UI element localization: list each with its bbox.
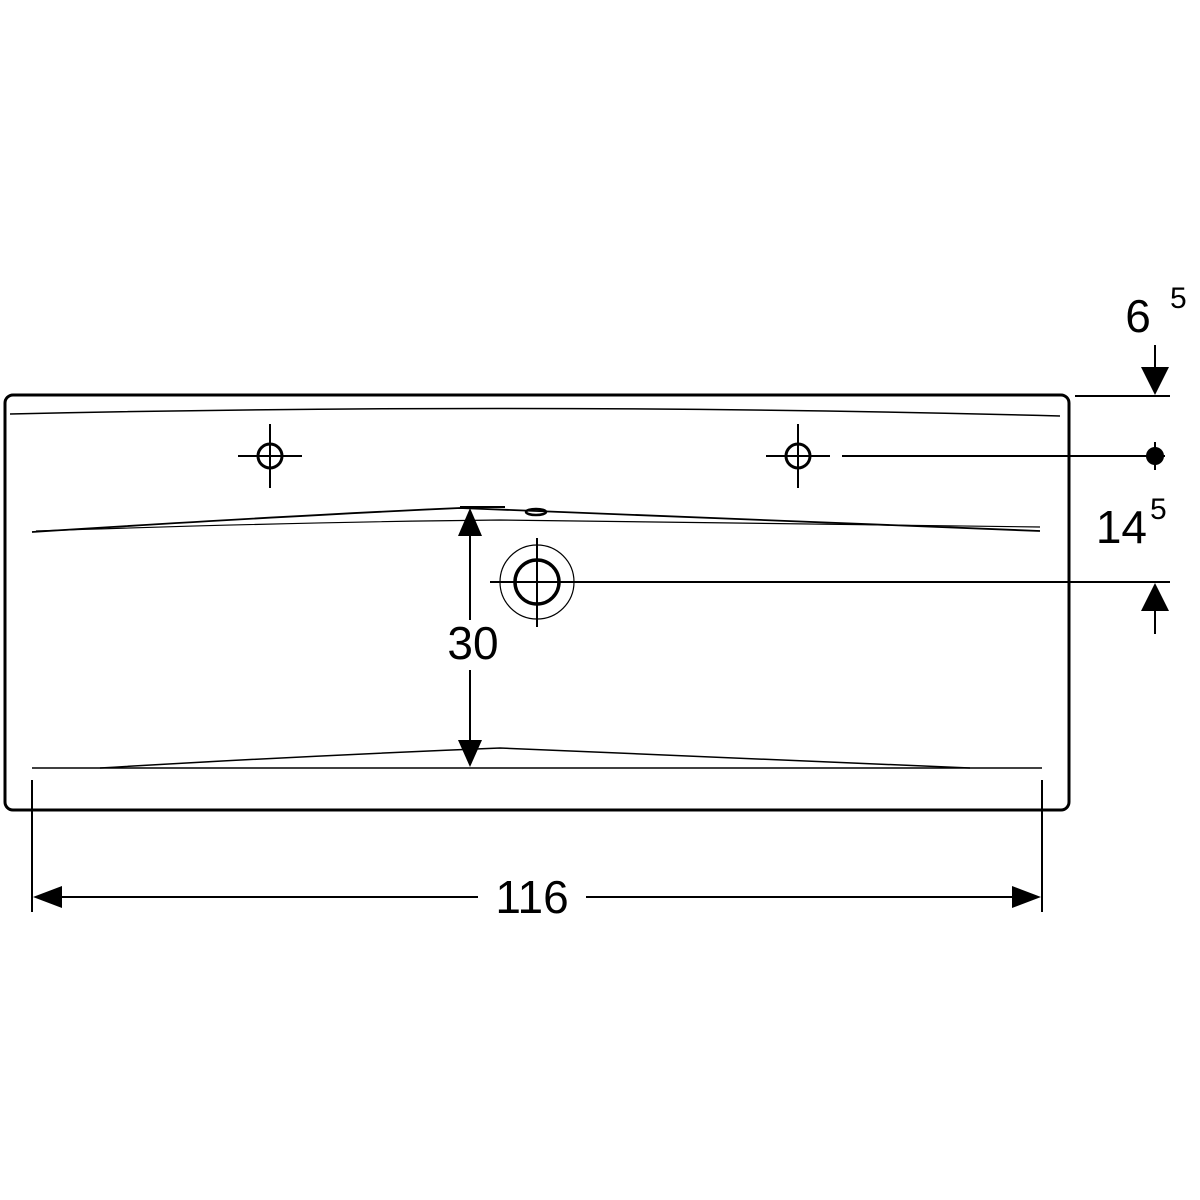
width-label: 116: [495, 871, 568, 923]
arrow-down-icon: [458, 740, 482, 767]
tap-hole-right: [766, 424, 830, 488]
arrow-left-icon: [33, 886, 62, 908]
top-rim-line: [9, 407, 1061, 417]
bowl-top-edge: [31, 507, 1041, 533]
reference-dot: [1146, 447, 1164, 465]
arrow-up-icon: [1141, 583, 1169, 611]
drain-hole: [490, 538, 584, 627]
top-offset-superscript: 5: [1170, 282, 1187, 315]
top-offset-label: 6: [1125, 290, 1151, 342]
basin-outline: [3, 393, 1071, 812]
bowl-depth-label: 30: [447, 617, 498, 669]
arrow-up-icon: [458, 508, 482, 536]
arrow-right-icon: [1012, 886, 1041, 908]
overflow-icon: [524, 507, 548, 517]
tap-hole-left: [238, 424, 302, 488]
arrow-down-icon: [1141, 367, 1169, 395]
drain-offset-label: 14: [1096, 501, 1147, 553]
drain-offset-superscript: 5: [1150, 493, 1167, 526]
